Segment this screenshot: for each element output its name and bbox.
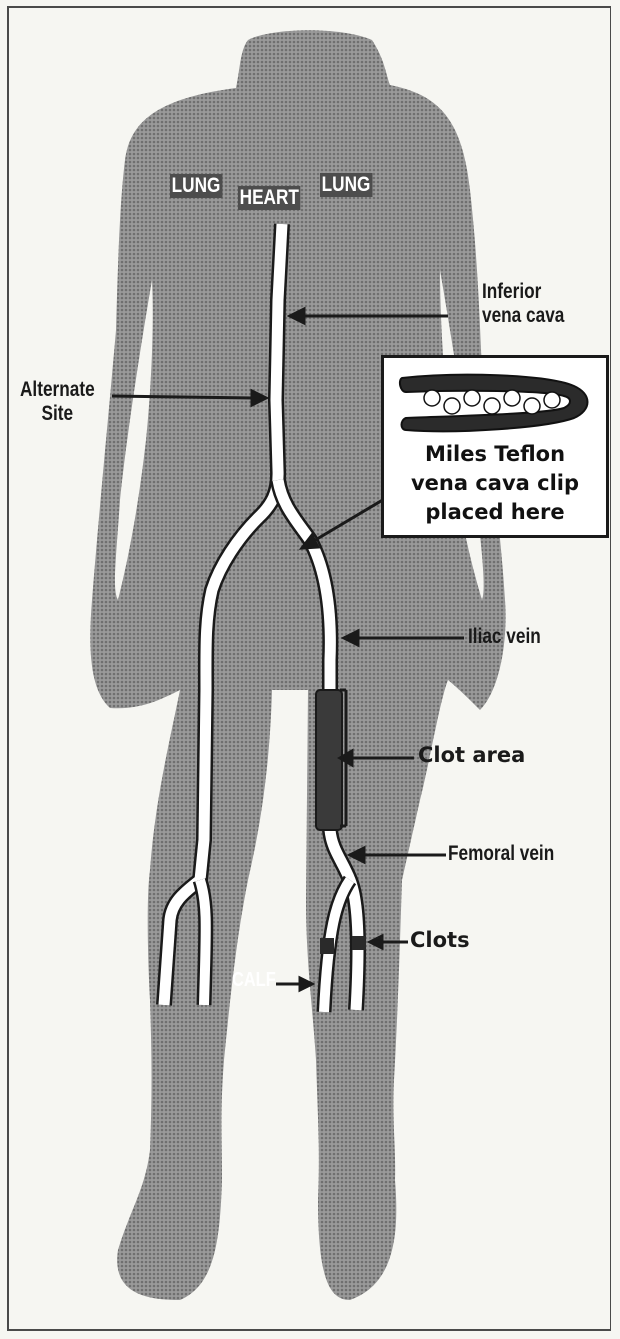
- heart-label: HEART: [238, 186, 301, 210]
- body-silhouette: [90, 30, 505, 1300]
- iliac-vein-label: Iliac vein: [468, 626, 541, 648]
- calf-label: CALF: [232, 970, 276, 991]
- clot-area-label: Clot area: [418, 744, 525, 766]
- clip-callout-line-3: placed here: [384, 498, 606, 527]
- clip-callout-line-2: vena cava clip: [384, 469, 606, 498]
- clot-area-mass: [316, 690, 342, 830]
- lung-right-label: LUNG: [320, 173, 372, 197]
- alternate-site-label: Alternate Site: [20, 378, 95, 426]
- alternate-site-line-1: Alternate: [20, 378, 95, 402]
- clot-left-branch: [320, 938, 334, 954]
- inferior-vena-cava-label: Inferior vena cava: [482, 280, 564, 328]
- alternate-site-line-2: Site: [20, 402, 95, 426]
- clots-label: Clots: [410, 929, 470, 951]
- clip-callout-box: Miles Teflon vena cava clip placed here: [381, 355, 609, 538]
- teflon-clip-icon: [396, 368, 596, 438]
- clip-callout-line-1: Miles Teflon: [384, 440, 606, 469]
- inferior-vena-cava-line-2: vena cava: [482, 304, 564, 328]
- femoral-vein-label: Femoral vein: [448, 843, 554, 865]
- clip-callout-text: Miles Teflon vena cava clip placed here: [384, 440, 606, 527]
- lung-left-label: LUNG: [170, 174, 222, 198]
- clot-right-branch: [352, 936, 366, 950]
- inferior-vena-cava-line-1: Inferior: [482, 280, 564, 304]
